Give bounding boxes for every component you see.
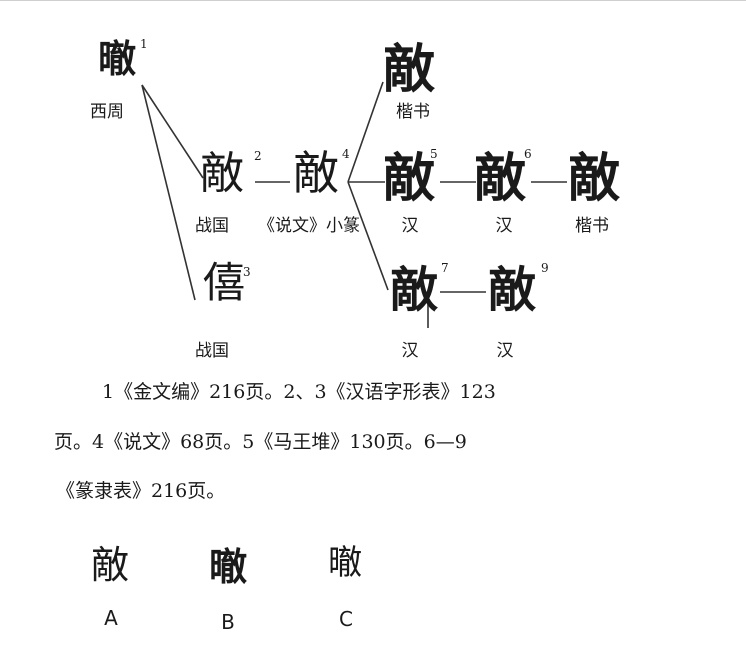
caption-line-1: 1《金文编》216页。2、3《汉语字形表》123 xyxy=(102,381,496,403)
glyph-7: 敵 xyxy=(383,39,436,100)
glyph-kaishu-style-label: 楷书 xyxy=(575,216,609,236)
glyph-5: 敵 xyxy=(383,148,436,209)
glyph-6: 敵 xyxy=(474,148,527,209)
comparison-glyph-a: 敵 xyxy=(90,543,130,587)
glyph-8-number: 7 xyxy=(441,261,449,275)
glyph-2: 敵 xyxy=(200,148,244,199)
top-border xyxy=(0,0,746,1)
caption-line-2: 页。4《说文》68页。5《马王堆》130页。6—9 xyxy=(54,431,467,453)
glyph-3: 僖 xyxy=(203,258,246,307)
glyph-8-period-label: 汉 xyxy=(401,341,419,361)
glyph-2-number: 2 xyxy=(254,149,262,163)
comparison-glyph-b: 㬚 xyxy=(208,544,248,589)
glyph-3-number: 3 xyxy=(243,265,251,279)
glyph-9: 敵 xyxy=(488,262,537,318)
glyph-5-period-label: 汉 xyxy=(401,216,419,236)
glyph-9-number: 9 xyxy=(541,261,549,275)
glyph-2-period-label: 战国 xyxy=(195,216,229,236)
comparison-glyph-c: 㬚 xyxy=(328,543,362,583)
glyph-kaishu: 敵 xyxy=(568,148,621,209)
comparison-letter-b: B xyxy=(221,610,235,634)
line-1-to-3 xyxy=(141,84,196,301)
glyph-6-number: 6 xyxy=(524,147,532,161)
line-1-to-2 xyxy=(141,84,204,179)
glyph-5-number: 5 xyxy=(430,147,438,161)
glyph-1-number: 1 xyxy=(140,37,148,51)
comparison-letter-a: A xyxy=(104,606,118,630)
glyph-4: 敵 xyxy=(293,146,339,200)
glyph-8: 敵 xyxy=(390,262,439,318)
comparison-letter-c: C xyxy=(339,607,353,631)
glyph-1: 㬚 xyxy=(98,36,137,81)
glyph-4-number: 4 xyxy=(342,147,350,161)
glyph-6-period-label: 汉 xyxy=(495,216,513,236)
glyph-3-period-label: 战国 xyxy=(195,341,229,361)
glyph-7-period-label: 楷书 xyxy=(396,102,430,122)
line-4-to-8 xyxy=(347,181,389,291)
caption-line-3: 《篆隶表》216页。 xyxy=(56,480,226,502)
line-4-to-7 xyxy=(347,81,384,183)
glyph-4-source-label: 《说文》小篆 xyxy=(258,216,360,236)
glyph-9-period-label: 汉 xyxy=(496,341,514,361)
glyph-1-period-label: 西周 xyxy=(90,102,124,122)
